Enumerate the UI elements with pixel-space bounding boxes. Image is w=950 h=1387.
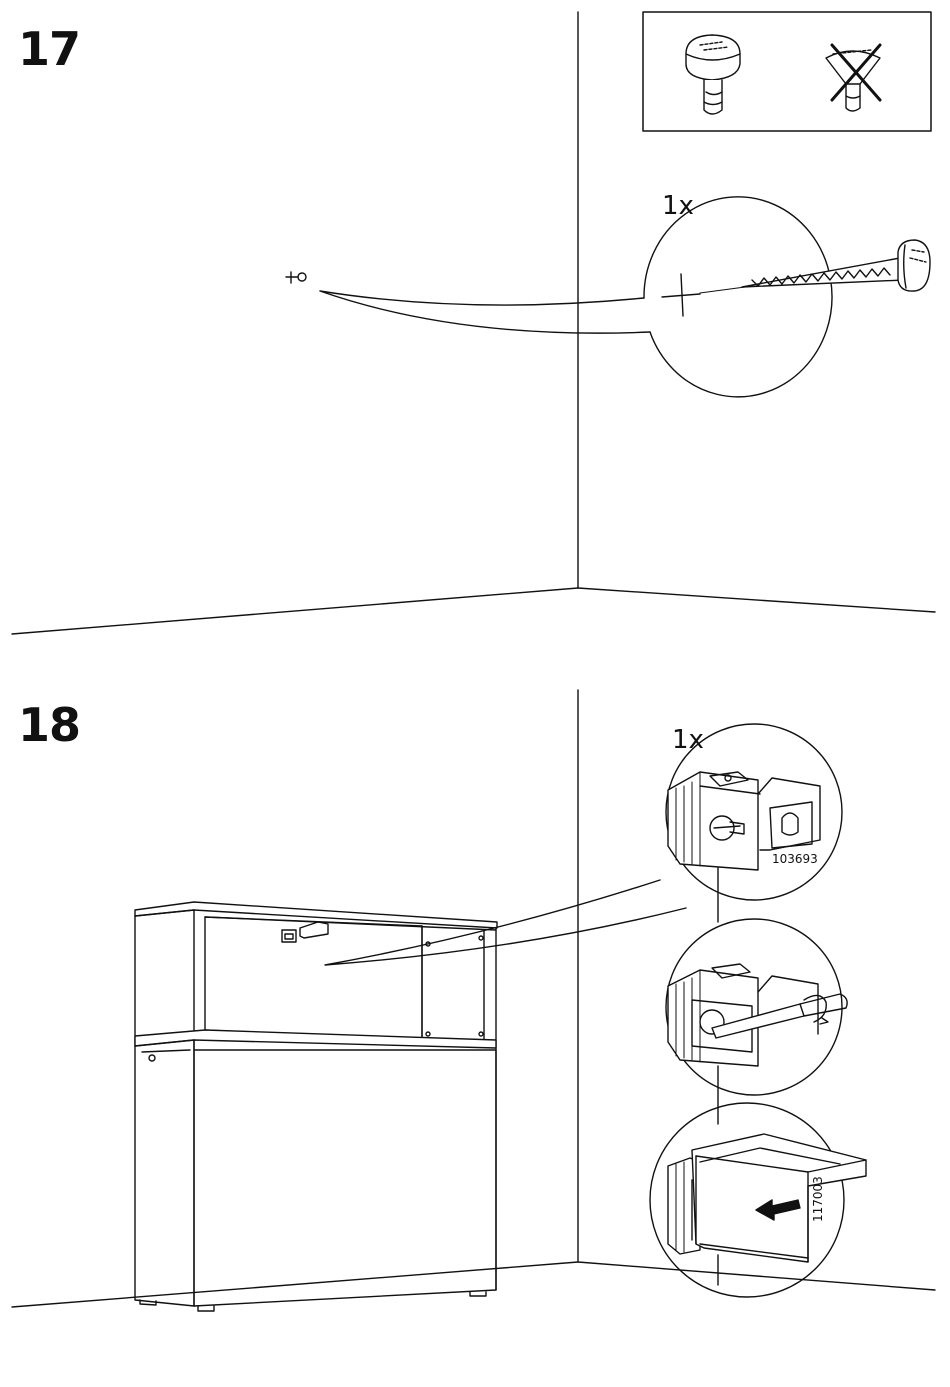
step18-detail-circle-2 (666, 919, 847, 1095)
wood-screw-icon (742, 240, 930, 291)
part-code-insert: 117003 (812, 1176, 824, 1222)
step-17-number: 17 (18, 26, 80, 72)
step-17-quantity: 1x (662, 193, 694, 219)
cabinet (135, 902, 497, 1311)
step17-wall-corner (12, 12, 935, 634)
step17-callout-leader (320, 291, 650, 333)
screw-type-tip-box (643, 12, 931, 131)
part-code-bracket: 103693 (772, 853, 818, 865)
pan-head-screw-icon (686, 35, 740, 114)
step17-detail-circle (644, 197, 930, 397)
countersunk-screw-crossed-icon (826, 45, 880, 111)
step18-detail-circle-3 (650, 1103, 866, 1297)
step-18-quantity: 1x (672, 727, 704, 753)
wall-screw-mark (286, 272, 306, 283)
insert-block (668, 1134, 866, 1262)
step-18-number: 18 (18, 702, 80, 748)
step18-callout-leader (325, 880, 686, 965)
crosshair-icon (662, 274, 700, 316)
